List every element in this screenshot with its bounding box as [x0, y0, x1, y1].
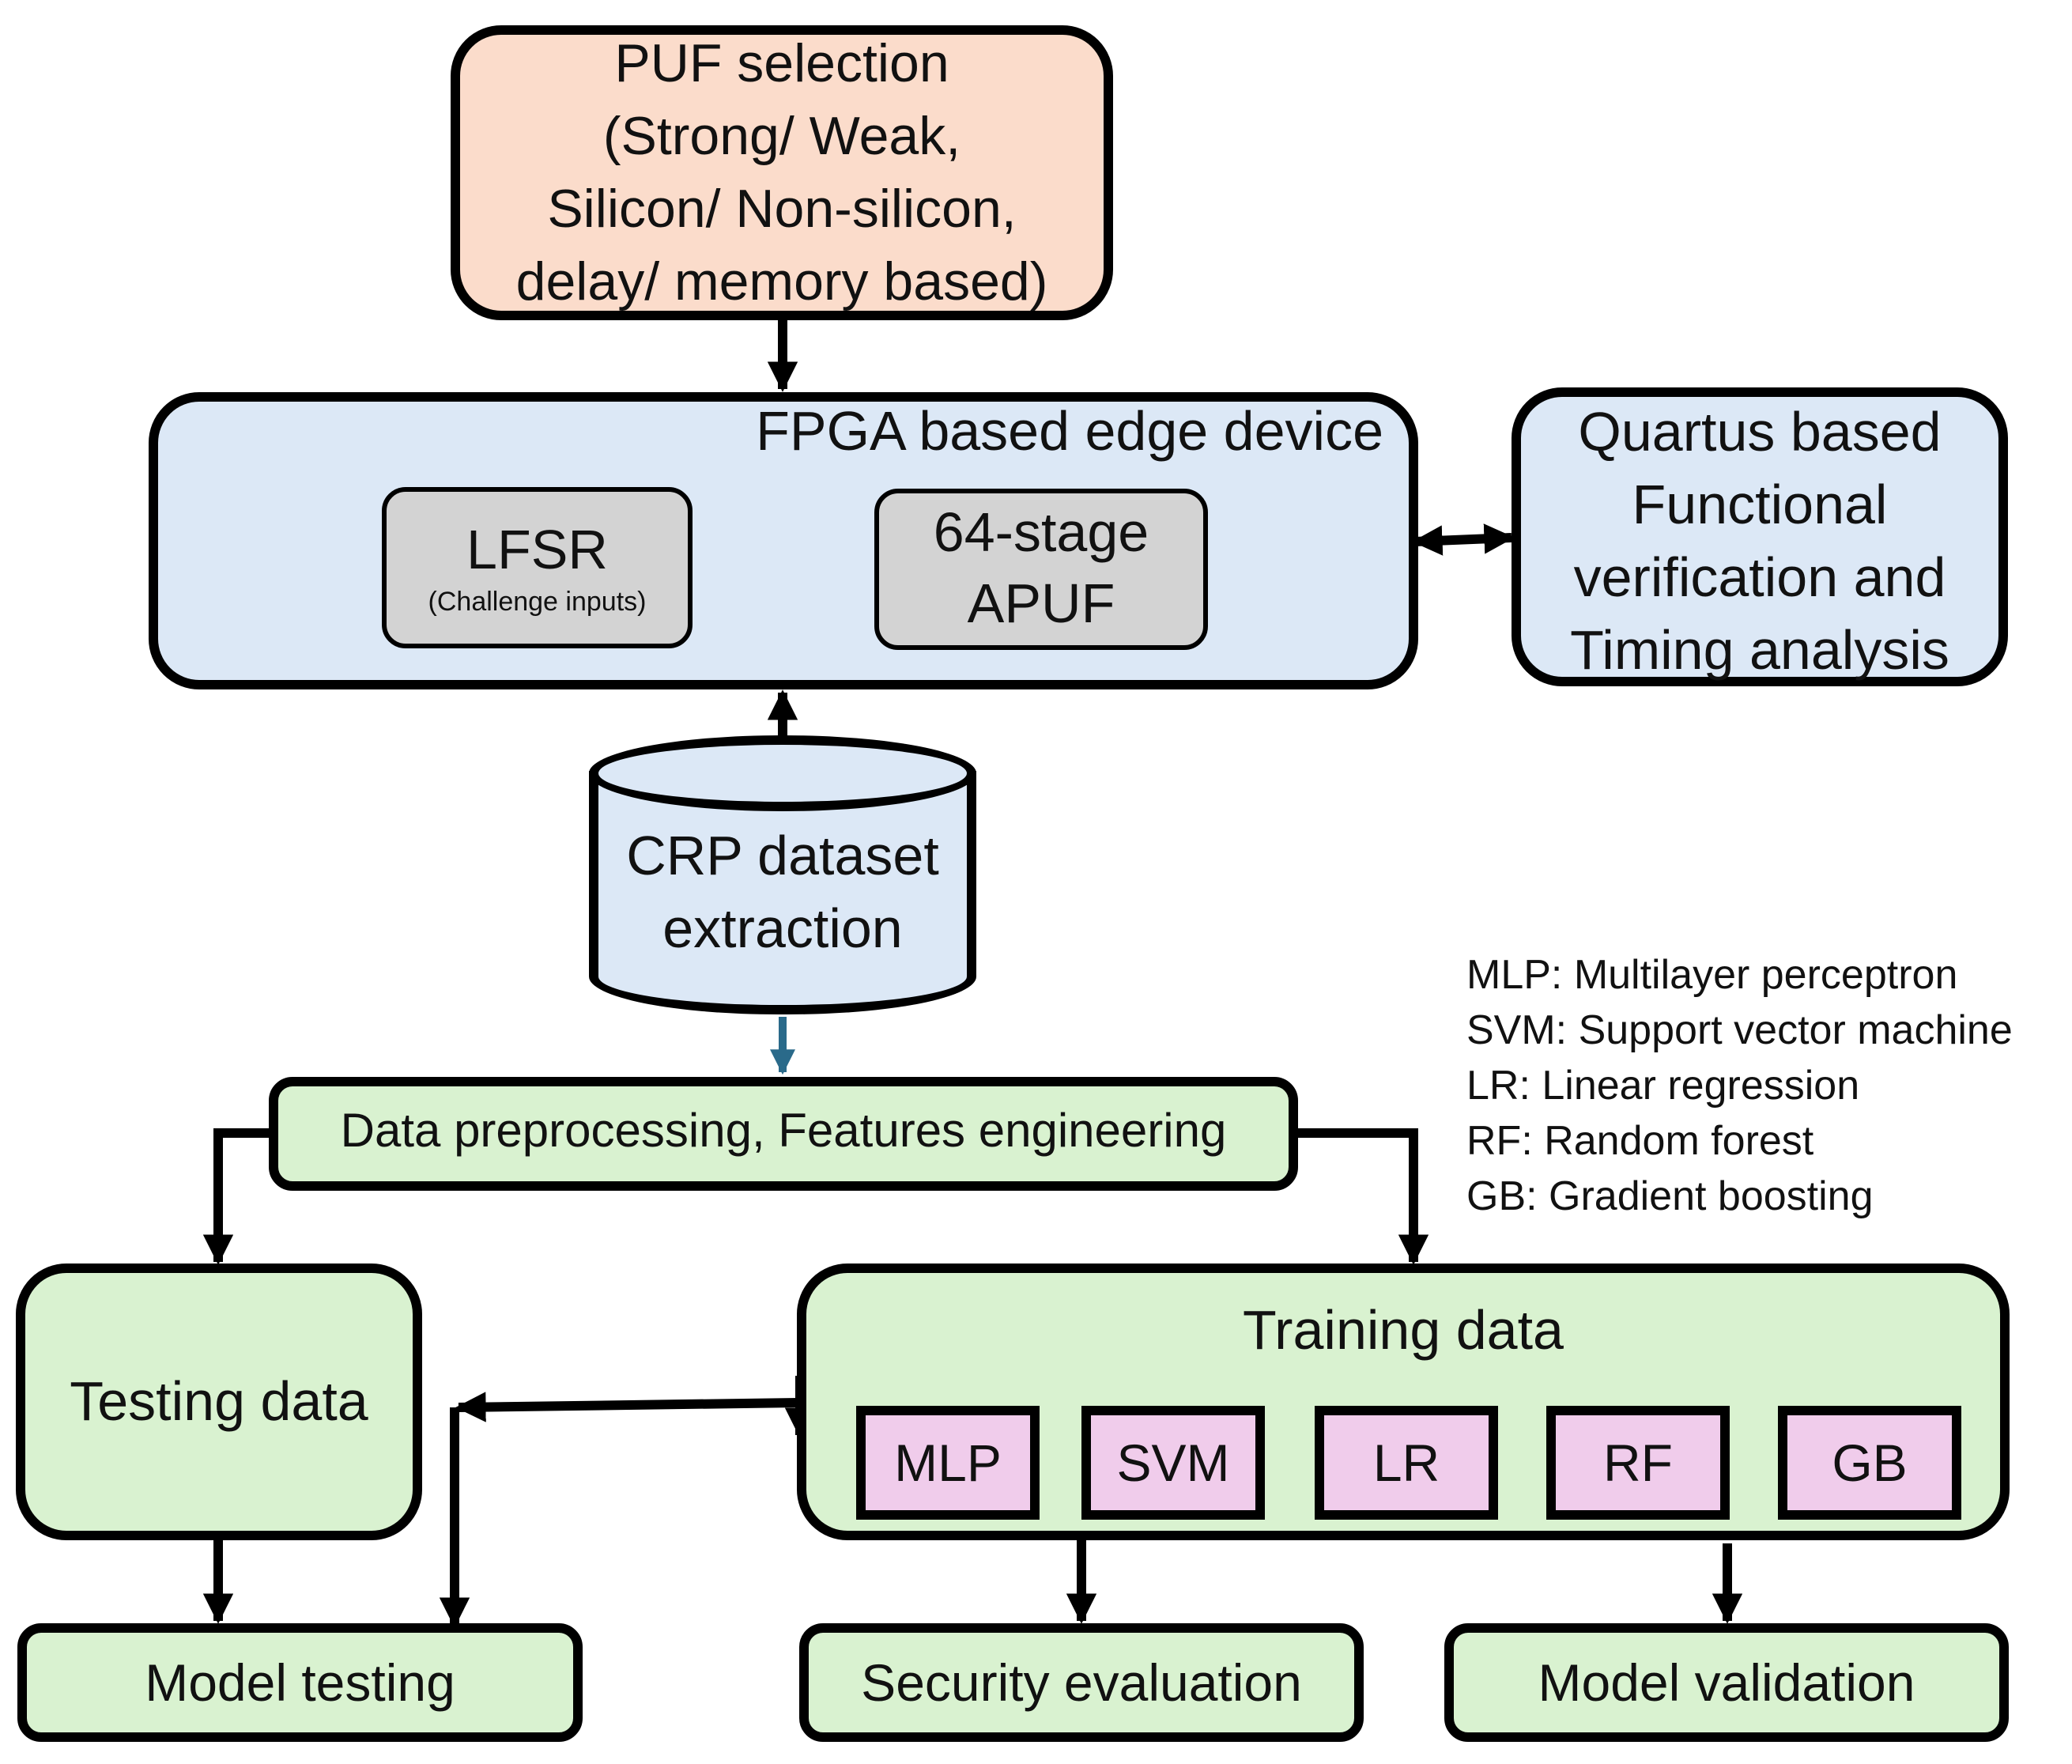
quartus-line-1: Quartus based [1578, 401, 1942, 463]
quartus-line-2: Functional [1632, 474, 1888, 535]
puf-selection-text: PUF selection (Strong/ Weak, Silicon/ No… [451, 27, 1113, 318]
model-lr [1315, 1406, 1498, 1520]
crp-text: CRP dataset extraction [589, 819, 976, 965]
quartus-line-4: Timing analysis [1570, 619, 1949, 681]
model-validation-label: Model validation [1538, 1653, 1915, 1712]
fpga-title: FPGA based edge device [756, 400, 1383, 462]
lfsr-label: LFSR [466, 519, 608, 580]
apuf-text: 64-stage APUF [874, 497, 1208, 639]
arrow-fpga-quartus [1412, 523, 1515, 556]
model-rf [1546, 1406, 1730, 1520]
puf-line-2: (Strong/ Weak, [602, 106, 961, 166]
lfsr-sublabel: (Challenge inputs) [428, 587, 647, 617]
crp-line-2: extraction [662, 897, 903, 959]
security-evaluation-box [799, 1623, 1364, 1742]
puf-line-4: delay/ memory based) [515, 251, 1048, 312]
model-mlp-label: MLP [894, 1433, 1002, 1492]
quartus-line-3: verification and [1573, 546, 1946, 608]
puf-selection-box [451, 25, 1113, 320]
legend-item-rf: RF: Random forest [1466, 1118, 1814, 1164]
arrow-preproc-to-training [1296, 1128, 1429, 1265]
preprocessing-label: Data preprocessing, Features engineering [340, 1104, 1227, 1157]
security-evaluation-label: Security evaluation [861, 1653, 1302, 1712]
legend-item-gb: GB: Gradient boosting [1466, 1173, 1874, 1219]
crp-cylinder-body [589, 771, 976, 1014]
model-testing-box [17, 1623, 583, 1742]
legend-item-svm: SVM: Support vector machine [1466, 1007, 2013, 1053]
model-validation-box [1444, 1623, 2009, 1742]
puf-line-1: PUF selection [614, 33, 949, 93]
quartus-box [1512, 387, 2008, 686]
preprocessing-box [269, 1077, 1298, 1191]
testing-data-box [16, 1264, 422, 1540]
abbreviation-legend: MLP: Multilayer perceptron SVM: Support … [1466, 947, 2013, 1224]
arrow-training-to-model-testing-h [455, 1392, 799, 1422]
legend-item-lr: LR: Linear regression [1466, 1063, 1860, 1109]
training-data-title: Training data [1243, 1299, 1564, 1361]
arrow-preproc-to-testing [202, 1128, 269, 1265]
model-lr-label: LR [1372, 1433, 1440, 1492]
apuf-line-1: 64-stage [933, 501, 1149, 563]
model-testing-label: Model testing [145, 1653, 455, 1712]
model-svm [1081, 1406, 1265, 1520]
puf-line-3: Silicon/ Non-silicon, [547, 179, 1017, 239]
crp-cylinder-top [589, 735, 976, 811]
testing-data-label: Testing data [70, 1370, 368, 1432]
model-gb [1778, 1406, 1961, 1520]
model-mlp [856, 1406, 1040, 1520]
apuf-box [874, 489, 1208, 650]
lfsr-box [382, 487, 693, 648]
apuf-line-2: APUF [967, 572, 1115, 634]
crp-line-1: CRP dataset [626, 825, 939, 886]
quartus-text: Quartus based Functional verification an… [1512, 395, 2008, 686]
model-gb-label: GB [1832, 1433, 1908, 1492]
legend-item-mlp: MLP: Multilayer perceptron [1466, 952, 1958, 998]
model-rf-label: RF [1603, 1433, 1673, 1492]
model-svm-label: SVM [1116, 1433, 1230, 1492]
